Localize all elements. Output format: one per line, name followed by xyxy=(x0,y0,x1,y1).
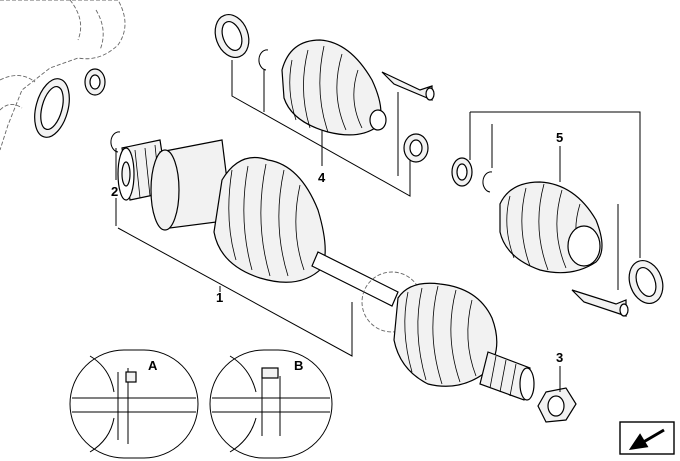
detail-a xyxy=(69,349,199,459)
drive-shaft-assembly xyxy=(117,139,535,401)
callout-5: 5 xyxy=(556,130,563,145)
boot-kit-part-5 xyxy=(451,157,664,317)
housing-small-ring xyxy=(84,68,106,96)
housing-ring xyxy=(34,78,70,138)
transmission-housing xyxy=(0,0,126,151)
callout-4: 4 xyxy=(318,170,326,185)
callout-3: 3 xyxy=(556,350,563,365)
detail-label-b: B xyxy=(294,358,303,373)
callout-2: 2 xyxy=(111,184,118,199)
detail-b xyxy=(209,349,333,459)
circlip-part-2 xyxy=(110,131,121,153)
arrow-down-left-icon xyxy=(619,421,675,455)
leader-lines xyxy=(115,60,641,392)
callout-1: 1 xyxy=(216,290,223,305)
detail-label-a: A xyxy=(148,358,158,373)
boot-kit-part-4 xyxy=(214,14,435,163)
collar-nut-part-3 xyxy=(537,387,577,423)
